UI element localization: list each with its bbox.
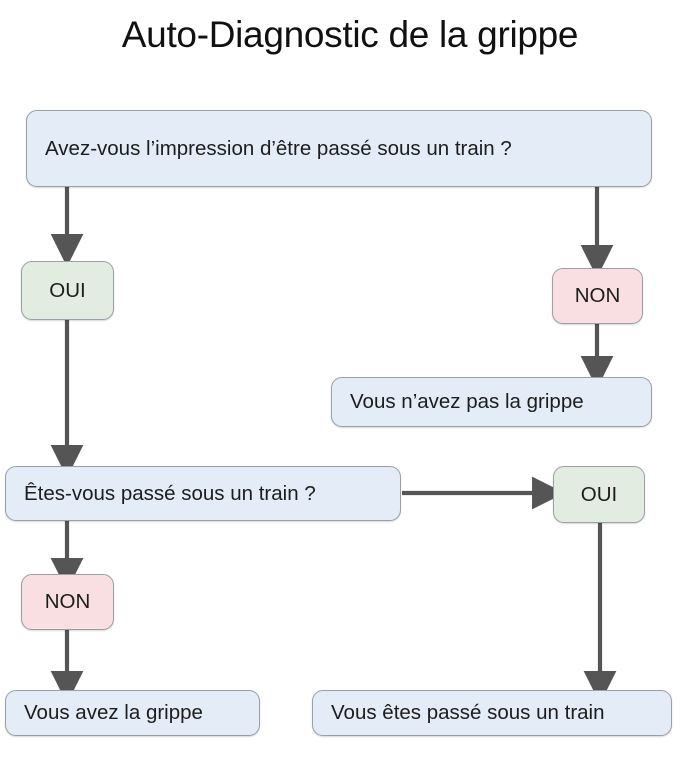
node-answer-no-1-label: NON (574, 284, 621, 308)
node-answer-yes-2-label: OUI (580, 482, 618, 506)
node-answer-no-1[interactable]: NON (552, 268, 643, 324)
node-answer-yes-1-label: OUI (49, 278, 86, 302)
node-answer-no-2[interactable]: NON (21, 574, 114, 630)
node-question-2[interactable]: Êtes-vous passé sous un train ? (5, 466, 401, 521)
node-result-train[interactable]: Vous êtes passé sous un train (312, 690, 672, 736)
node-result-flu[interactable]: Vous avez la grippe (5, 690, 260, 736)
node-question-1-label: Avez-vous l’impression d’être passé sous… (45, 136, 512, 160)
node-answer-yes-2[interactable]: OUI (553, 466, 645, 523)
node-result-flu-label: Vous avez la grippe (24, 701, 203, 725)
node-result-train-label: Vous êtes passé sous un train (331, 701, 605, 725)
node-result-no-flu[interactable]: Vous n’avez pas la grippe (331, 377, 652, 427)
node-result-no-flu-label: Vous n’avez pas la grippe (350, 390, 584, 414)
node-question-1[interactable]: Avez-vous l’impression d’être passé sous… (26, 110, 652, 187)
node-question-2-label: Êtes-vous passé sous un train ? (24, 481, 316, 505)
node-answer-yes-1[interactable]: OUI (21, 261, 114, 320)
page-title: Auto-Diagnostic de la grippe (121, 14, 579, 55)
node-answer-no-2-label: NON (44, 590, 91, 614)
